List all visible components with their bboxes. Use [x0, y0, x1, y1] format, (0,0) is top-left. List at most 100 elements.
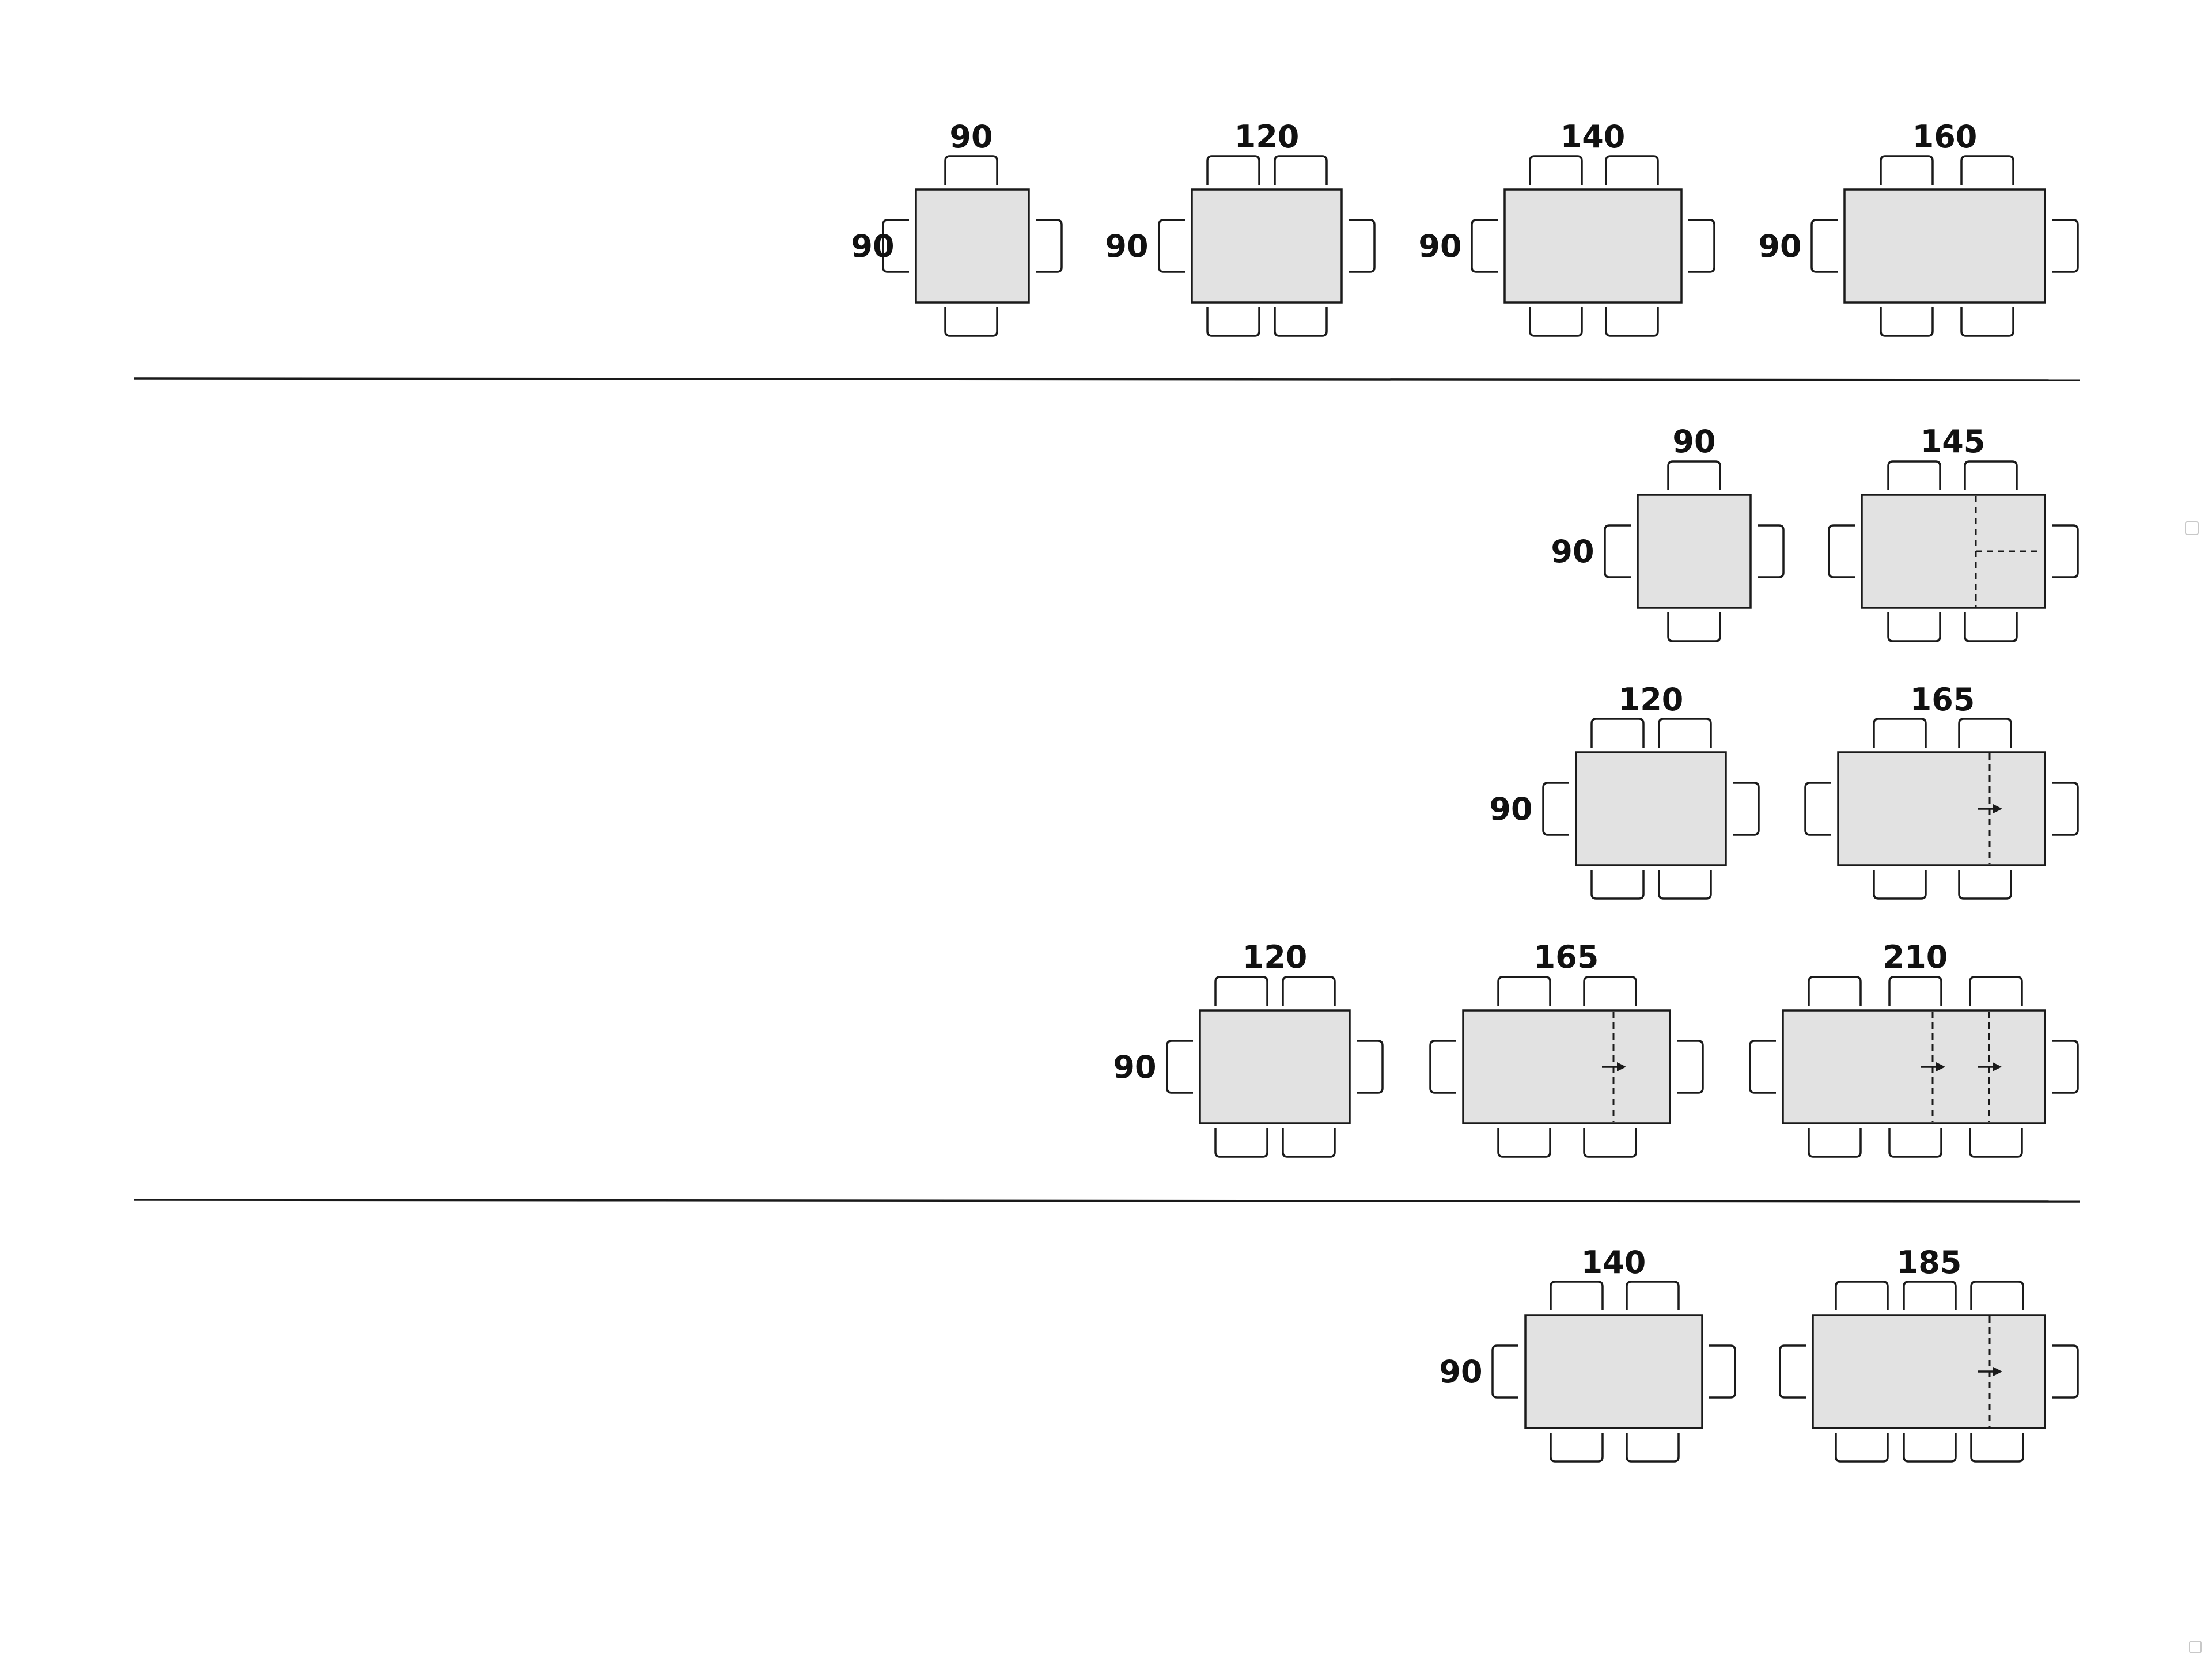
depth-label: 90 [1105, 228, 1148, 264]
chair-icon [2052, 1344, 2079, 1399]
table-r3-120: 120 90 [1489, 681, 1760, 900]
table-top [1524, 1314, 1703, 1429]
width-label: 165 [1910, 681, 1975, 718]
chair-icon [2052, 1040, 2079, 1094]
chair-icon [1282, 1128, 1336, 1158]
chair-icon [944, 155, 998, 185]
chair-icon [2052, 524, 2079, 578]
table-top [1782, 1009, 2046, 1124]
table-top [1199, 1009, 1351, 1124]
extension-arrow-icon-head [1617, 1062, 1626, 1071]
table-top [915, 188, 1030, 304]
chair-icon [1214, 976, 1268, 1006]
width-label: 90 [949, 119, 993, 155]
chair-icon [1550, 1433, 1604, 1463]
chair-icon [1529, 307, 1583, 337]
table-r4-165: 165 [1429, 939, 1704, 1158]
chair-icon [1810, 219, 1838, 273]
chair-icon [1964, 612, 2018, 642]
width-label: 160 [1912, 119, 1978, 155]
chair-icon [1880, 155, 1934, 185]
chair-icon [1779, 1344, 1806, 1399]
chair-icon [1497, 1128, 1551, 1158]
table-top [1812, 1314, 2046, 1429]
chair-icon [2052, 219, 2079, 273]
chair-icon [1758, 524, 1785, 578]
chair-icon [1529, 155, 1583, 185]
chair-icon [1357, 1040, 1384, 1094]
chair-icon [1282, 976, 1336, 1006]
chair-icon [2052, 782, 2079, 836]
chair-icon [1583, 976, 1637, 1006]
chair-icon [1667, 612, 1721, 642]
table-r1-90: 90 90 [851, 119, 1063, 337]
depth-label: 90 [1113, 1049, 1156, 1085]
chair-icon [1158, 219, 1185, 273]
chair-icon [1970, 1433, 2024, 1463]
table-r2-145: 145 [1828, 423, 2079, 642]
table-r5-185: 185 [1779, 1244, 2079, 1463]
table-top [1837, 751, 2046, 866]
chair-icon [1958, 718, 2012, 748]
table-top [1843, 188, 2046, 304]
chair-icon [1804, 782, 1831, 836]
chair-icon [882, 219, 909, 273]
chair-icon [1471, 219, 1498, 273]
section-divider-1 [133, 377, 2080, 381]
width-label: 185 [1897, 1244, 1962, 1281]
chair-icon [1658, 870, 1712, 900]
chair-icon [1626, 1433, 1680, 1463]
chair-icon [1688, 219, 1715, 273]
table-r4-210: 210 [1749, 939, 2079, 1158]
table-top [1503, 188, 1683, 304]
chair-icon [1873, 870, 1927, 900]
chair-icon [1605, 155, 1659, 185]
extension-arrow-icon-head [1993, 1367, 2002, 1376]
chair-icon [1626, 1281, 1680, 1310]
table-top [1462, 1009, 1671, 1124]
width-label: 120 [1619, 681, 1684, 718]
chair-icon [1970, 1281, 2024, 1310]
chair-icon [1604, 524, 1631, 578]
chair-icon [1828, 524, 1855, 578]
chair-icon [1166, 1040, 1193, 1094]
depth-label: 90 [1758, 228, 1801, 264]
width-label: 165 [1534, 939, 1599, 975]
chair-icon [1808, 976, 1862, 1006]
table-top [1637, 494, 1752, 609]
chair-icon [1835, 1433, 1889, 1463]
table-r4-120: 120 90 [1113, 939, 1384, 1158]
chair-icon [1349, 219, 1376, 273]
chair-icon [1709, 1344, 1736, 1399]
chair-icon [1590, 870, 1645, 900]
width-label: 120 [1243, 939, 1308, 975]
table-top [1191, 188, 1343, 304]
extension-arrow-icon-head [1993, 804, 2002, 813]
chair-icon [1429, 1040, 1456, 1094]
chair-icon [1808, 1128, 1862, 1158]
chair-icon [1658, 718, 1712, 748]
depth-label: 90 [1439, 1354, 1482, 1390]
chair-icon [1036, 219, 1063, 273]
chair-icon [1880, 307, 1934, 337]
chair-icon [1887, 612, 1941, 642]
corner-marker [2189, 1641, 2202, 1653]
chair-icon [1542, 782, 1569, 836]
chair-icon [1887, 460, 1941, 490]
chair-icon [1888, 976, 1942, 1006]
width-label: 140 [1560, 119, 1626, 155]
width-label: 120 [1234, 119, 1300, 155]
width-label: 210 [1883, 939, 1948, 975]
depth-label: 90 [851, 228, 894, 264]
tables-layer: 9090120901409016090909014512090165120901… [851, 119, 2079, 1463]
depth-label: 90 [1489, 791, 1532, 827]
table-r1-120: 120 90 [1105, 119, 1376, 337]
chair-icon [1749, 1040, 1776, 1094]
chair-icon [1873, 718, 1927, 748]
section-divider-2 [133, 1199, 2080, 1203]
chair-icon [1969, 1128, 2023, 1158]
chair-icon [1969, 976, 2023, 1006]
